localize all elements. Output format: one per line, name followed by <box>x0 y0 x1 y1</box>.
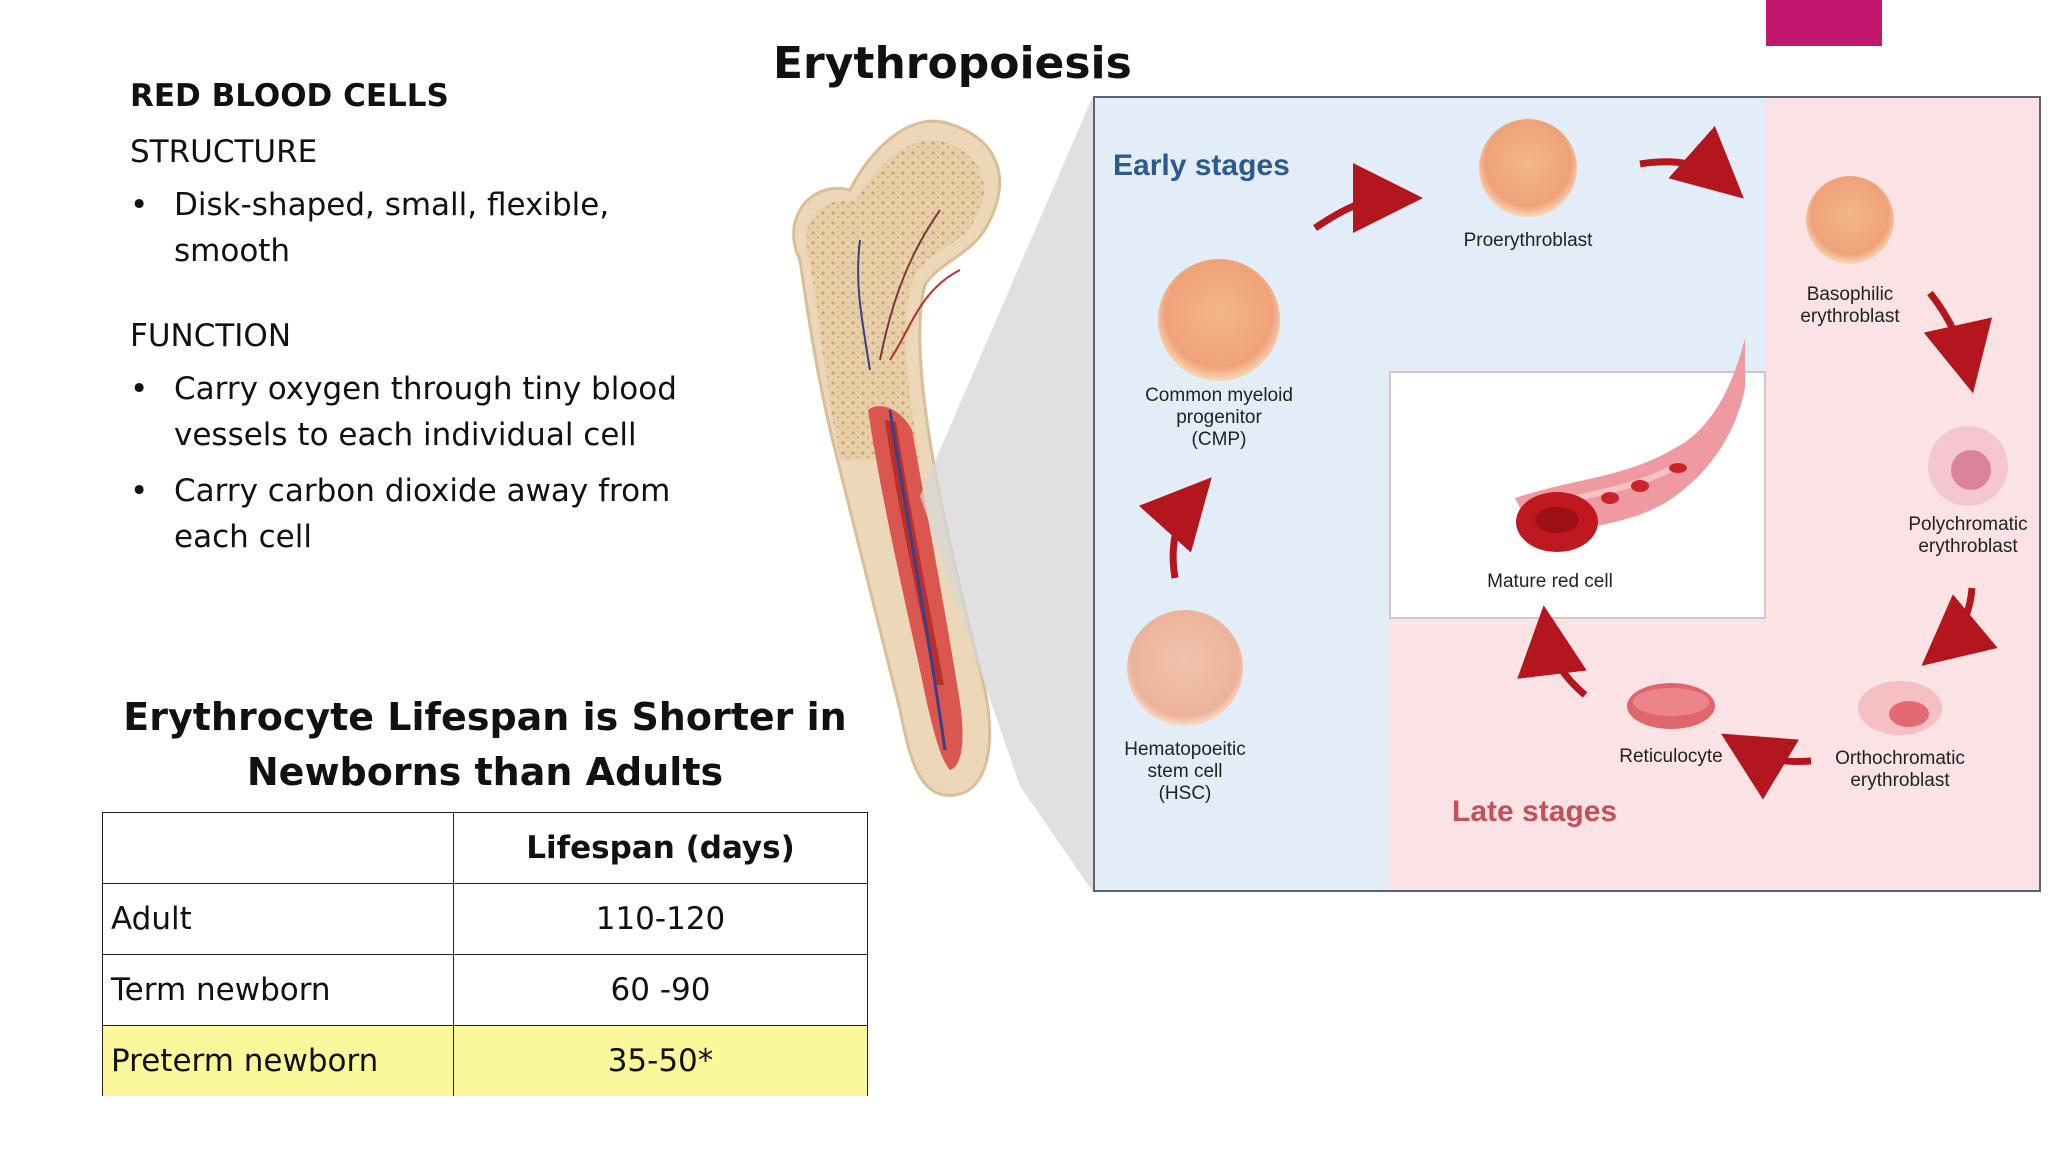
structure-title: STRUCTURE <box>130 134 318 170</box>
early-stages-label: Early stages <box>1113 149 1290 182</box>
orthochromatic-cell-icon <box>1858 681 1942 735</box>
row-value: 35-50* <box>453 1025 868 1096</box>
row-label: Term newborn <box>102 954 454 1026</box>
cmp-label-3: (CMP) <box>1192 429 1247 450</box>
table-row: Term newborn 60 -90 <box>102 954 868 1026</box>
orthochromatic-label-1: Orthochromatic <box>1835 748 1965 769</box>
hsc-label-1: Hematopoeitic <box>1124 739 1245 760</box>
header-cell <box>102 812 454 884</box>
erythropoiesis-panel: Early stages Late stages Hematopoeitic s… <box>1093 96 2041 892</box>
cmp-cell-icon <box>1158 259 1280 381</box>
text-panel: RED BLOOD CELLS STRUCTURE Disk-shaped, s… <box>130 78 690 604</box>
hsc-label-2: stem cell <box>1148 761 1223 782</box>
structure-list: Disk-shaped, small, flexible, smooth <box>130 182 690 274</box>
header-cell: Lifespan (days) <box>453 812 868 884</box>
section-heading: RED BLOOD CELLS <box>130 78 449 114</box>
reticulocyte-cell-icon <box>1627 683 1715 729</box>
table-header-row: Lifespan (days) <box>102 812 868 884</box>
orthochromatic-label-2: erythroblast <box>1850 770 1950 791</box>
basophilic-cell-icon <box>1806 176 1894 264</box>
basophilic-label-2: erythroblast <box>1800 306 1900 327</box>
polychromatic-label-2: erythroblast <box>1918 536 2018 557</box>
row-label: Adult <box>102 883 454 955</box>
hsc-cell-icon <box>1127 610 1243 726</box>
erythropoiesis-diagram: Early stages Late stages Hematopoeitic s… <box>1095 98 2028 890</box>
function-bullet: Carry carbon dioxide away from each cell <box>130 468 690 560</box>
function-list: Carry oxygen through tiny blood vessels … <box>130 366 690 560</box>
row-label: Preterm newborn <box>102 1025 454 1096</box>
proerythroblast-cell-icon <box>1479 119 1577 217</box>
zoom-cone <box>920 96 1093 892</box>
accent-block <box>1766 0 1882 46</box>
function-title: FUNCTION <box>130 318 292 354</box>
proerythroblast-label: Proerythroblast <box>1464 230 1594 251</box>
polychromatic-cell-icon <box>1928 426 2008 506</box>
arrow-icon <box>1138 125 1998 800</box>
diagram-title: Erythropoiesis <box>773 38 1132 89</box>
bone-icon <box>792 119 1002 797</box>
lifespan-table: Lifespan (days) Adult 110-120 Term newbo… <box>102 812 868 1096</box>
late-stages-label: Late stages <box>1452 795 1617 828</box>
cmp-label-2: progenitor <box>1176 407 1262 428</box>
table-row: Adult 110-120 <box>102 883 868 955</box>
row-value: 110-120 <box>453 883 868 955</box>
cmp-label-1: Common myeloid <box>1145 385 1293 406</box>
reticulocyte-label: Reticulocyte <box>1619 746 1723 767</box>
row-value: 60 -90 <box>453 954 868 1026</box>
basophilic-label-1: Basophilic <box>1807 284 1894 305</box>
polychromatic-label-1: Polychromatic <box>1908 514 2027 535</box>
mature-red-cell-icon <box>1516 492 1598 552</box>
table-title: Erythrocyte Lifespan is Shorter in Newbo… <box>123 695 847 794</box>
function-bullet: Carry oxygen through tiny blood vessels … <box>130 366 690 458</box>
structure-bullet: Disk-shaped, small, flexible, smooth <box>130 182 690 274</box>
table-row-highlighted: Preterm newborn 35-50* <box>102 1025 868 1096</box>
hsc-label-3: (HSC) <box>1159 783 1212 804</box>
mature-cell-label: Mature red cell <box>1487 571 1613 592</box>
